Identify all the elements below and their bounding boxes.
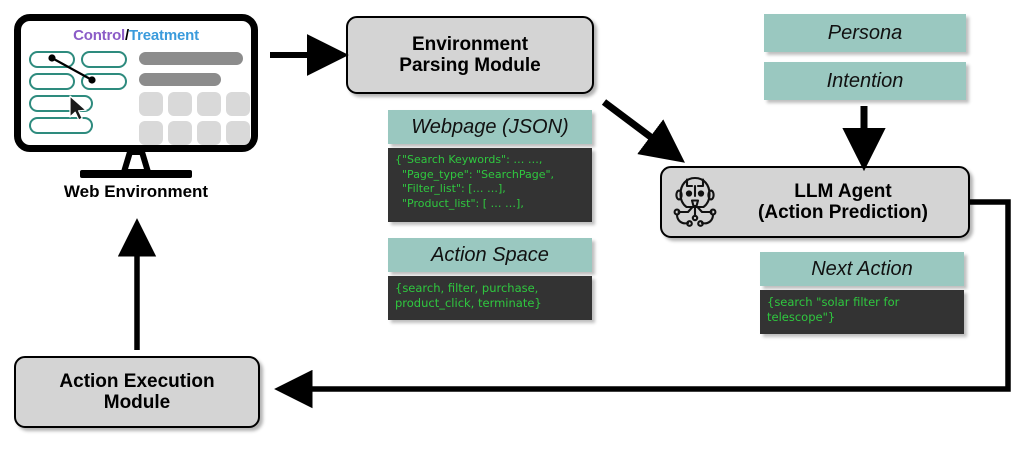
env-parsing-line-2: Parsing Module (399, 55, 541, 76)
product-card (197, 121, 221, 145)
product-card (226, 121, 250, 145)
title-control-word: Control (73, 27, 126, 44)
webpage-json-code: {"Search Keywords": … …, "Page_type": "S… (388, 148, 592, 222)
web-environment-group: Control/Treatment (0, 0, 272, 210)
action-execution-module[interactable]: Action Execution Module (14, 356, 260, 428)
filter-pill-6 (29, 117, 93, 134)
filter-pill-2 (81, 51, 127, 68)
product-card (168, 121, 192, 145)
content-bar-2 (139, 73, 221, 86)
screen-title: Control/Treatment (21, 27, 251, 44)
web-environment-label: Web Environment (63, 182, 209, 201)
llm-agent-line-1: LLM Agent (794, 180, 892, 202)
monitor-icon: Control/Treatment (14, 14, 258, 152)
intention-box: Intention (764, 62, 966, 100)
title-separator: / (125, 27, 129, 44)
action-space-header: Action Space (388, 238, 592, 272)
product-card (139, 121, 163, 145)
content-bar-1 (139, 52, 243, 65)
next-action-header: Next Action (760, 252, 964, 286)
next-action-code: {search "solar filter for telescope"} (760, 290, 964, 334)
action-exec-line-1: Action Execution (59, 370, 215, 392)
monitor-base (80, 170, 192, 178)
mouse-cursor-icon (69, 95, 87, 121)
parser-to-agent-arrow (601, 99, 685, 163)
product-card (197, 92, 221, 116)
monitor-stand-icon (120, 152, 152, 172)
llm-agent-line-2: (Action Prediction) (758, 202, 928, 223)
action-space-code: {search, filter, purchase, product_click… (388, 276, 592, 320)
llm-agent-module[interactable]: LLM Agent (Action Prediction) (660, 166, 970, 238)
title-treatment-word: Treatment (129, 27, 199, 44)
robot-head-icon (673, 176, 717, 227)
product-card (139, 92, 163, 116)
webpage-json-header: Webpage (JSON) (388, 110, 592, 144)
env-parsing-line-1: Environment (411, 33, 529, 55)
environment-parsing-module[interactable]: Environment Parsing Module (346, 16, 594, 94)
filter-pill-3 (29, 73, 75, 90)
action-exec-line-2: Module (103, 392, 171, 413)
pill-connector (48, 54, 96, 84)
product-card (168, 92, 192, 116)
persona-box: Persona (764, 14, 966, 52)
product-card (226, 92, 250, 116)
